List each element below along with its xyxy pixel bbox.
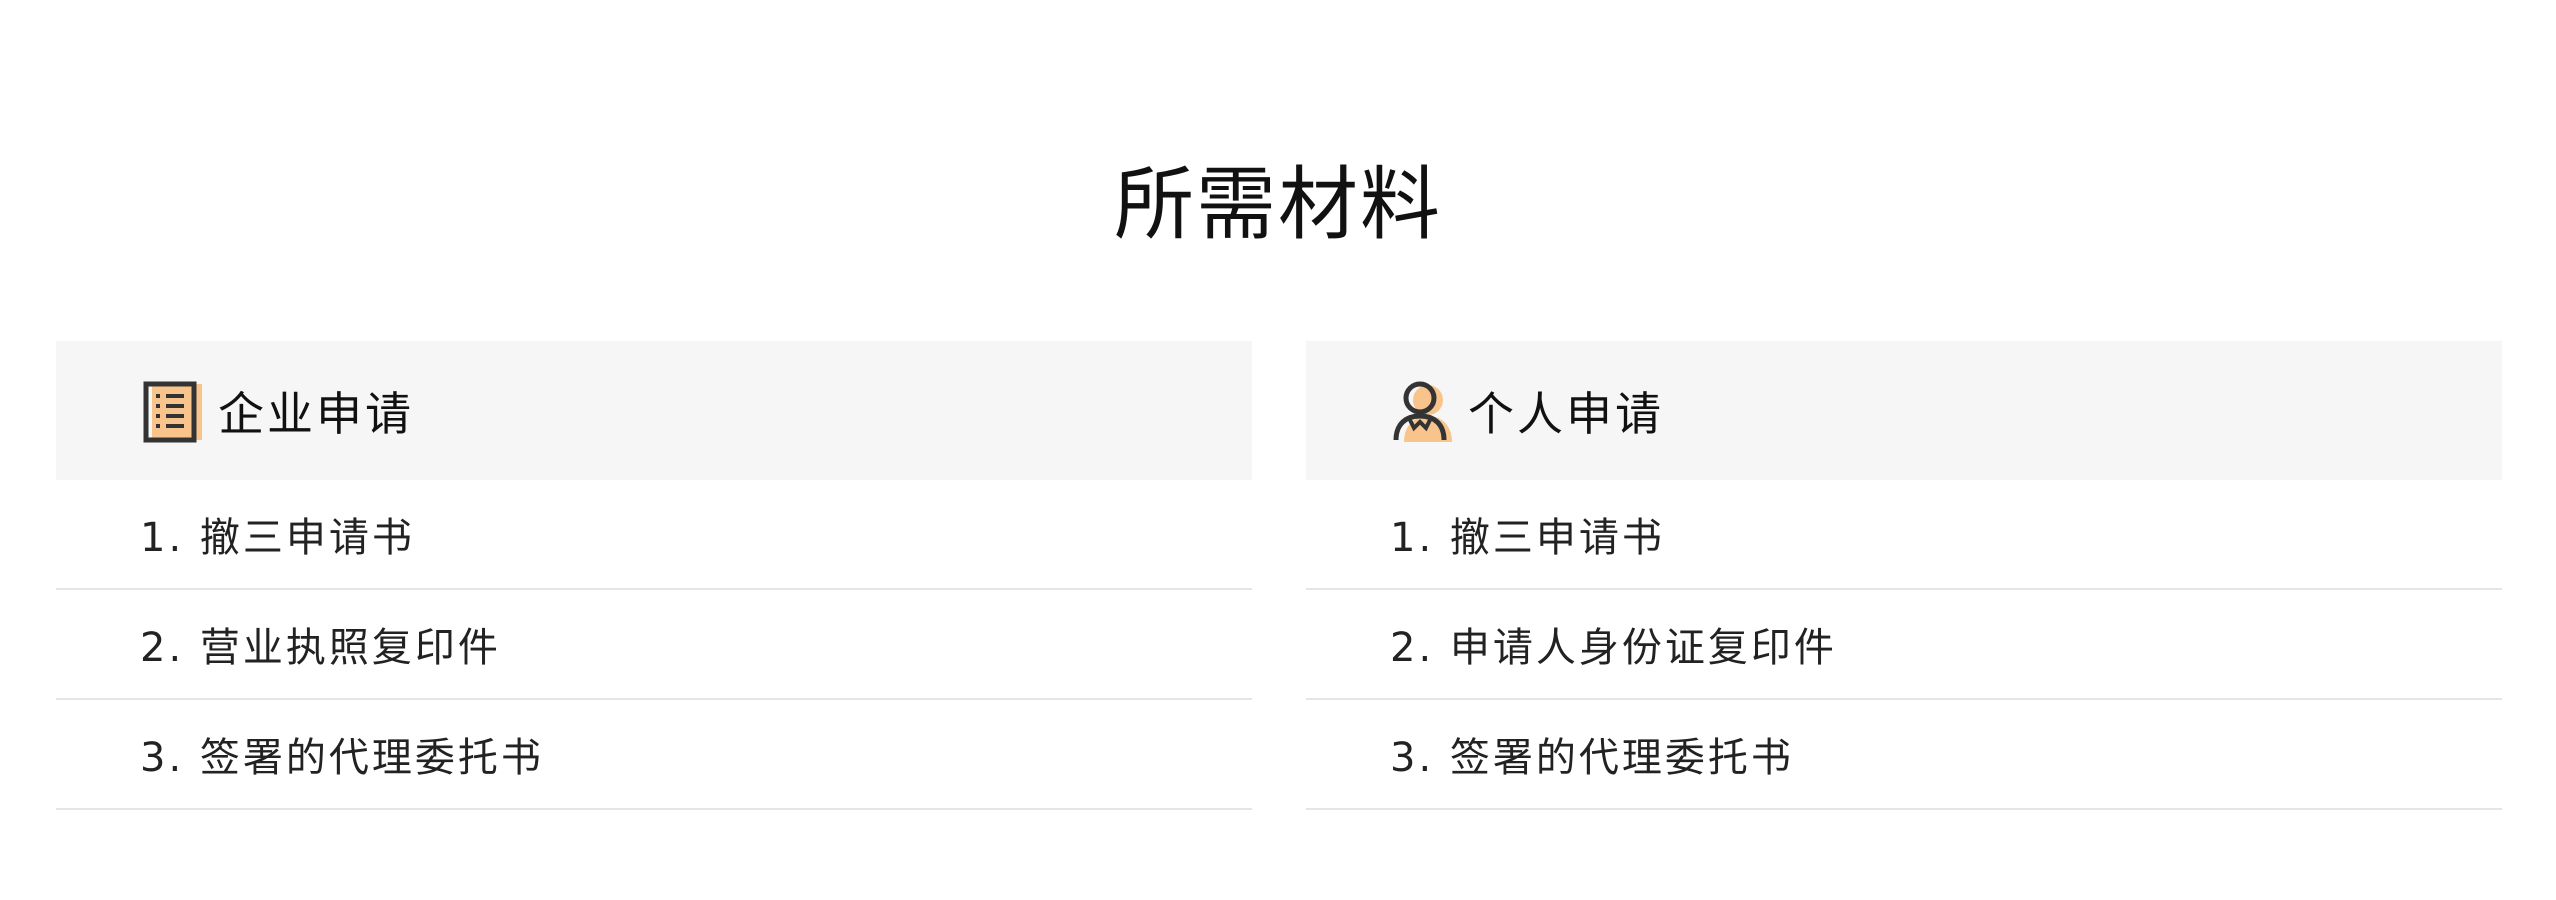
list-item: 3. 签署的代理委托书: [1306, 700, 2502, 810]
building-document-icon: [140, 378, 206, 444]
list-item: 1. 撤三申请书: [1306, 480, 2502, 590]
list-item: 2. 申请人身份证复印件: [1306, 590, 2502, 700]
person-icon: [1390, 378, 1456, 444]
panel-title: 企业申请: [218, 386, 414, 441]
page-title: 所需材料: [1114, 158, 1442, 251]
panel-personal-application: 个人申请 1. 撤三申请书 2. 申请人身份证复印件 3. 签署的代理委托书: [1306, 341, 2502, 810]
panel-header-personal: 个人申请: [1306, 341, 2502, 480]
list-item: 1. 撤三申请书: [56, 480, 1252, 590]
panel-enterprise-application: 企业申请 1. 撤三申请书 2. 营业执照复印件 3. 签署的代理委托书: [56, 341, 1252, 810]
list-item: 3. 签署的代理委托书: [56, 700, 1252, 810]
list-item: 2. 营业执照复印件: [56, 590, 1252, 700]
panel-title: 个人申请: [1468, 386, 1664, 441]
panel-header-enterprise: 企业申请: [56, 341, 1252, 480]
